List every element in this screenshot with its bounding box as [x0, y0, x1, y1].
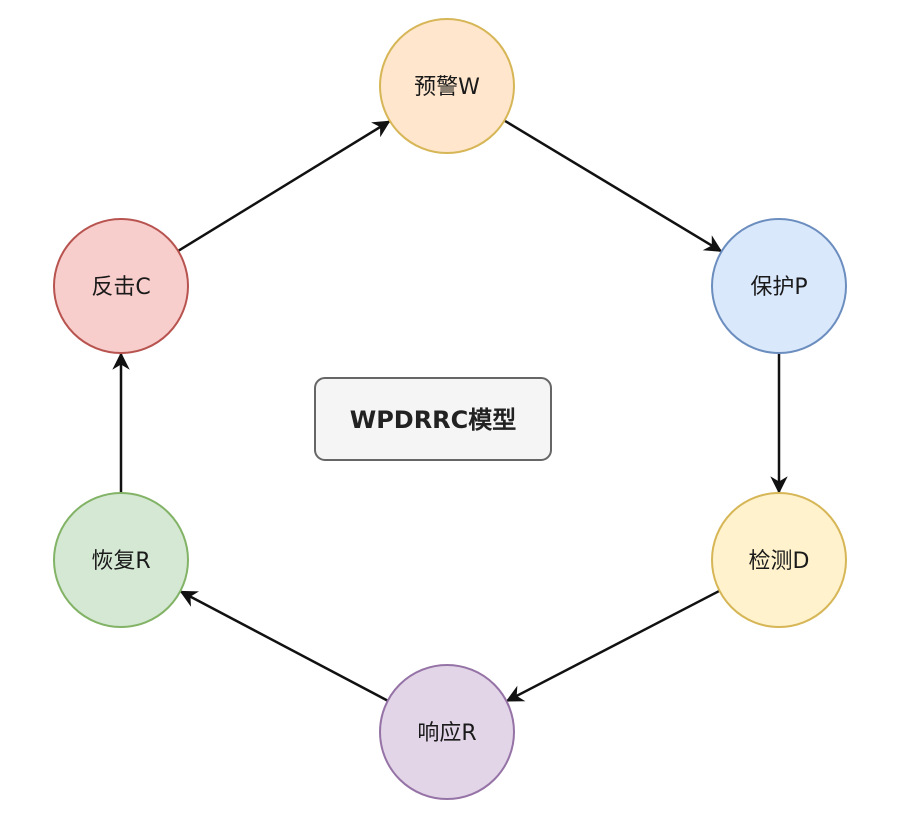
edge-response-to-recovery: [179, 590, 389, 702]
node-counter[interactable]: 反击C: [53, 218, 189, 354]
node-label: 保护P: [750, 275, 807, 300]
title-box-rect: [314, 377, 552, 461]
node-label: 恢复R: [91, 549, 150, 574]
node-circle: [379, 664, 515, 800]
node-circle: [53, 218, 189, 354]
node-detection[interactable]: 检测D: [711, 492, 847, 628]
diagram-title: WPDRRC模型: [350, 406, 517, 434]
node-warning[interactable]: 预警W: [379, 18, 515, 154]
edge-warning-to-protection: [503, 119, 723, 252]
node-response[interactable]: 响应R: [379, 664, 515, 800]
title-box[interactable]: WPDRRC模型: [314, 377, 552, 461]
node-circle: [711, 218, 847, 354]
node-protection[interactable]: 保护P: [711, 218, 847, 354]
edge-counter-to-warning: [177, 120, 391, 253]
nodes-layer: 预警W 保护P 检测D 响应R 恢复R 反击C: [53, 18, 847, 800]
node-recovery[interactable]: 恢复R: [53, 492, 189, 628]
node-label: 预警W: [414, 75, 480, 100]
node-label: 响应R: [417, 721, 476, 746]
edge-detection-to-response: [505, 589, 721, 702]
node-circle: [379, 18, 515, 154]
node-circle: [711, 492, 847, 628]
node-circle: [53, 492, 189, 628]
node-label: 反击C: [91, 275, 150, 300]
edges-layer: [112, 119, 788, 702]
node-label: 检测D: [749, 549, 810, 574]
